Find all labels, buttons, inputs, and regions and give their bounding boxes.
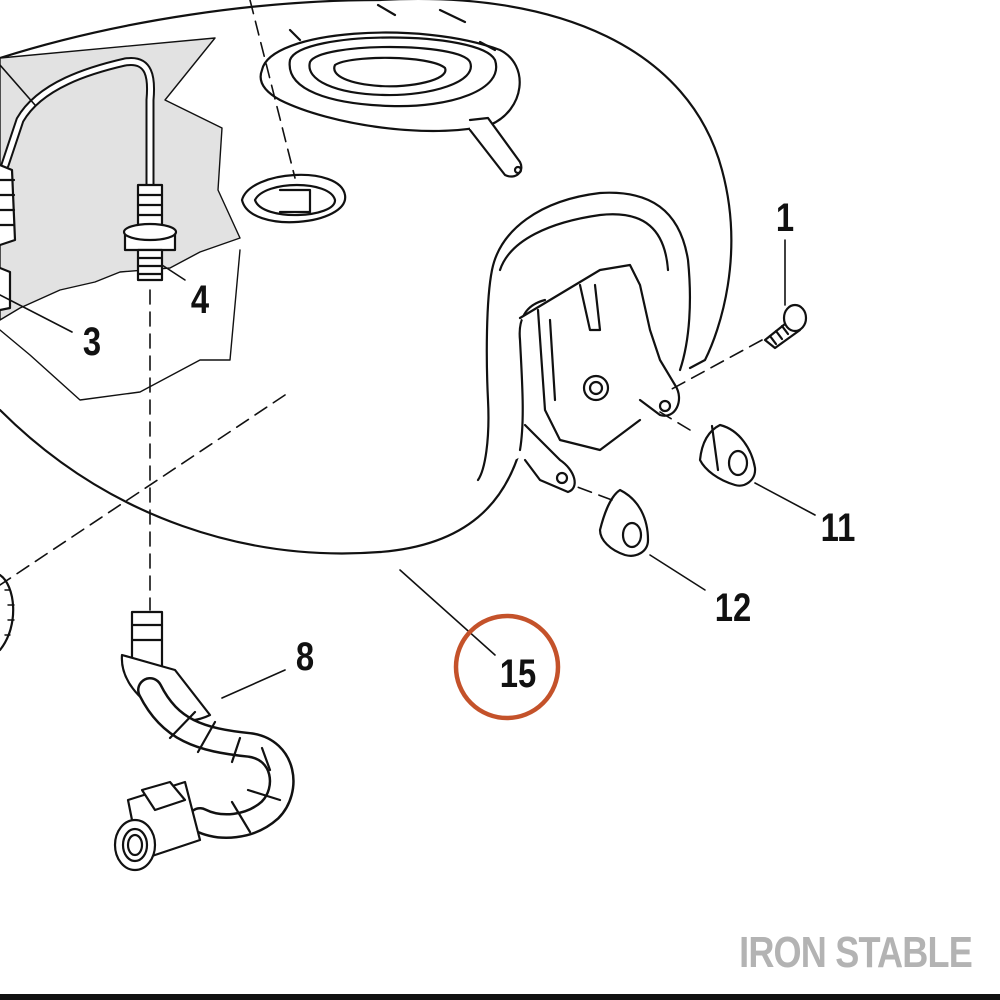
- tank-opening: [240, 173, 347, 224]
- bolt-1: [763, 303, 808, 350]
- gauge-edge: [0, 573, 15, 652]
- lower-panel-outline: [0, 249, 241, 401]
- bottom-border-bar: [0, 994, 1000, 1000]
- washer-12: [598, 488, 650, 557]
- callout-4: 4: [190, 278, 210, 322]
- highlight-ring: [453, 613, 561, 721]
- callout-15: 15: [499, 652, 537, 696]
- callout-1: 1: [775, 196, 795, 240]
- fitting-4: [122, 183, 178, 282]
- gauge-ticks: [4, 589, 15, 636]
- callout-8: 8: [295, 635, 315, 679]
- watermark-brand: IRON STABLE: [739, 928, 973, 977]
- filler-neck-ring: [259, 3, 523, 178]
- assembly-lines: [0, 0, 763, 611]
- tank-cutaway-panel: [0, 37, 241, 321]
- callout-3: 3: [82, 320, 102, 364]
- leader-lines: [0, 64, 816, 699]
- fuel-tank-outline: [0, 0, 733, 555]
- callout-11: 11: [820, 506, 856, 550]
- callout-12: 12: [714, 586, 752, 630]
- fuel-line-tube-inner: [2, 59, 154, 188]
- washer-11: [698, 423, 757, 487]
- mounting-bracket: [476, 191, 691, 494]
- hose-8: [113, 610, 295, 872]
